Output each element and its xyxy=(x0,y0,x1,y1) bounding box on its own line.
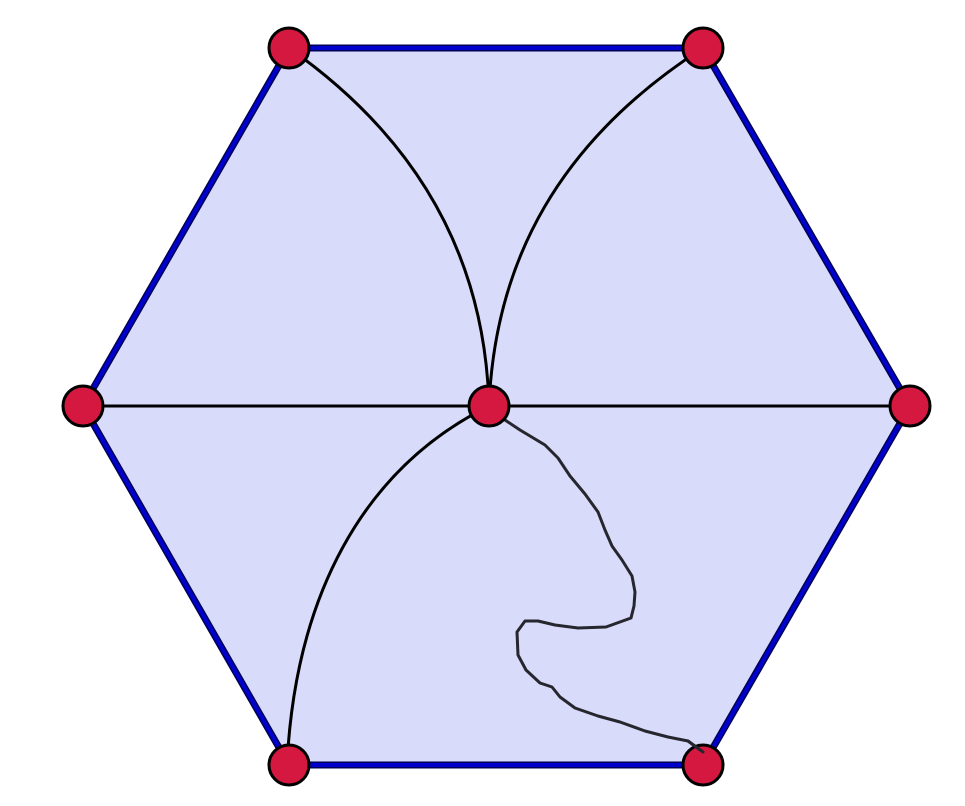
edge-center-to-bottom-right-freehand xyxy=(487,404,705,754)
vertex-bottom-left[interactable] xyxy=(267,743,311,787)
vertex-bottom-right[interactable] xyxy=(681,743,725,787)
edge-center-to-top-right xyxy=(487,46,704,407)
vertex-top-left[interactable] xyxy=(267,26,311,70)
vertex-center[interactable] xyxy=(467,384,511,428)
vertex-left[interactable] xyxy=(61,384,105,428)
edge-freehand-tail xyxy=(686,739,705,754)
edge-center-to-bottom-left xyxy=(285,404,490,766)
vertex-right[interactable] xyxy=(888,384,932,428)
edge-center-to-top-left xyxy=(288,46,491,407)
vertex-top-right[interactable] xyxy=(681,26,725,70)
